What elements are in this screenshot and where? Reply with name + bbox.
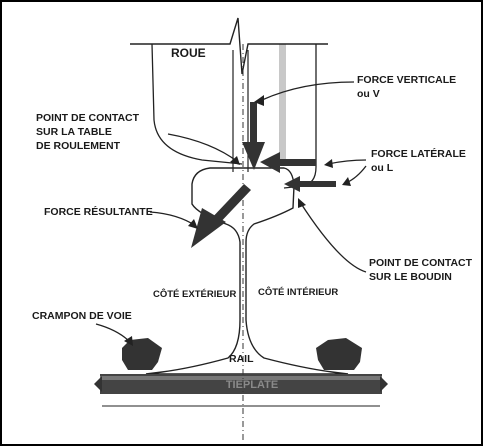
wheel-center-stripe <box>279 44 286 164</box>
vertical-force-label-line2: ou V <box>357 88 380 100</box>
rail-profile <box>145 167 349 375</box>
resultant-force-arrow <box>191 184 251 248</box>
inner-side-label: CÔTÉ INTÉRIEUR <box>258 286 338 298</box>
tie-plate: TIEPLATE <box>94 374 388 394</box>
leader-lines <box>95 81 367 346</box>
flange-contact-label-line1: POINT DE CONTACT <box>369 257 473 269</box>
rail-label: RAIL <box>229 353 254 365</box>
outer-side-label: CÔTÉ EXTÉRIEUR <box>153 288 237 300</box>
wheel-outline <box>130 17 328 189</box>
tie-plate-label: TIEPLATE <box>226 379 278 391</box>
rail-spike-label: CRAMPON DE VOIE <box>32 310 132 322</box>
resultant-force-label: FORCE RÉSULTANTE <box>44 205 153 218</box>
lateral-force-label-line2: ou L <box>371 162 394 174</box>
rail-spike-left <box>122 338 162 370</box>
lateral-force-label-line1: FORCE LATÉRALE <box>371 147 466 160</box>
flange-lateral-arrow <box>284 176 336 192</box>
tread-contact-label-line1: POINT DE CONTACT <box>36 112 140 124</box>
wheel-label: ROUE <box>171 46 206 60</box>
rail-spike-right <box>316 338 362 370</box>
tread-contact-label-line2: SUR LA TABLE <box>36 126 112 138</box>
vertical-force-label-line1: FORCE VERTICALE <box>357 74 456 86</box>
lateral-force-arrow <box>260 152 316 173</box>
vertical-force-arrow <box>242 102 265 170</box>
flange-contact-label-line2: SUR LE BOUDIN <box>369 271 452 283</box>
tread-contact-label-line3: DE ROULEMENT <box>36 140 121 152</box>
